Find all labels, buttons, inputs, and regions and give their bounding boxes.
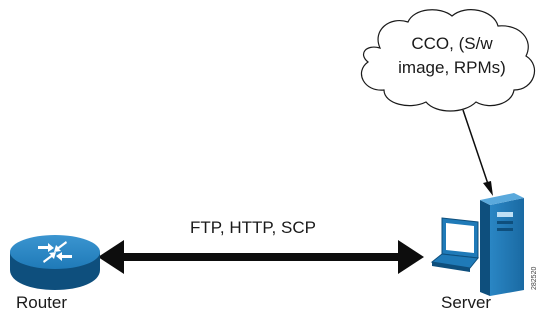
router-label: Router <box>16 293 68 312</box>
server-icon <box>480 193 524 296</box>
figure-number: 282520 <box>531 266 538 290</box>
router-icon <box>10 235 100 290</box>
download-arrow <box>462 109 493 196</box>
double-arrow <box>98 240 424 274</box>
protocol-label: FTP, HTTP, SCP <box>190 218 316 237</box>
cloud-icon <box>361 9 536 112</box>
server-label: Server <box>441 293 492 312</box>
cloud-label-line1: CCO, (S/w <box>411 34 493 53</box>
laptop-icon <box>430 217 479 272</box>
cloud-label: CCO, (S/w image, RPMs) <box>372 32 532 80</box>
cloud-label-line2: image, RPMs) <box>398 58 506 77</box>
